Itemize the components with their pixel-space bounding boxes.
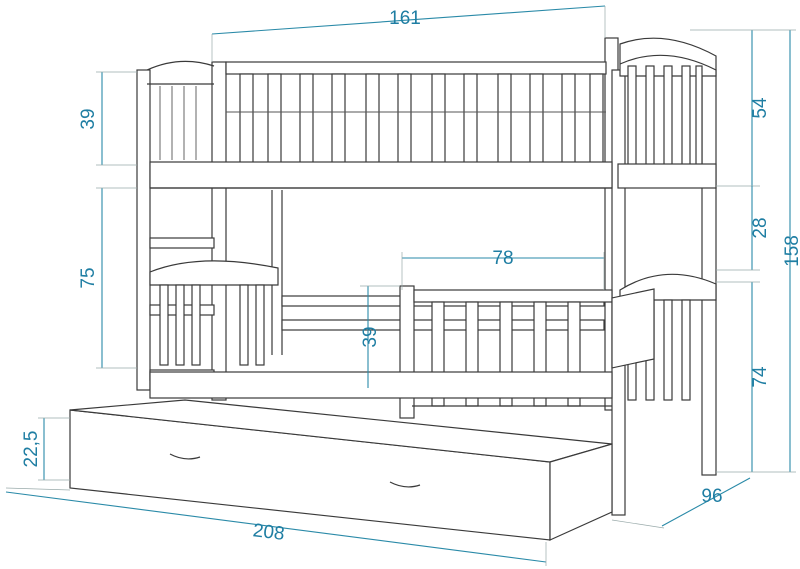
dimension-labels: 161 39 75 78 39 54 28 74 158 22,5 208 96 [21,8,800,545]
front-left-post [136,69,151,391]
label-bottom-opening: 75 [78,267,99,288]
dim-line-top-width [211,5,606,35]
label-gap-height: 28 [750,217,771,238]
right-top-headboard-arc [619,37,717,77]
back-left-post [211,61,227,401]
label-bottom-height: 74 [750,366,771,388]
label-drawer-height: 22,5 [21,431,42,468]
front-right-post [701,69,717,476]
top-back-slats [239,73,604,165]
label-top-rail-height: 39 [78,108,99,129]
label-depth: 96 [701,486,722,507]
left-bottom-headboard-arc [149,260,279,286]
left-bottom-headboard-slats [159,284,265,366]
dim-line-total-length [5,491,547,563]
label-total-length: 208 [252,520,286,545]
bottom-guard-rail [413,289,613,303]
label-bottom-rail-width: 78 [492,248,513,269]
bottom-bed-frame [149,371,613,399]
top-bed-frame [149,161,613,189]
dimension-lines [5,5,796,566]
label-bottom-rail-height: 39 [360,326,381,347]
left-top-headboard-arc [146,60,215,71]
left-top-headboard-slats [159,86,197,160]
top-back-rail [225,61,607,75]
drawer-handle-right [389,481,421,488]
bed-structure [69,37,717,541]
drawer-handle-left [169,453,201,460]
trundle-drawer [69,288,655,541]
label-top-width: 161 [389,8,421,29]
dim-line-depth [661,477,751,527]
right-top-headboard-slats [627,65,703,167]
label-top-guard-height: 54 [750,97,771,119]
label-total-height: 158 [782,235,800,267]
